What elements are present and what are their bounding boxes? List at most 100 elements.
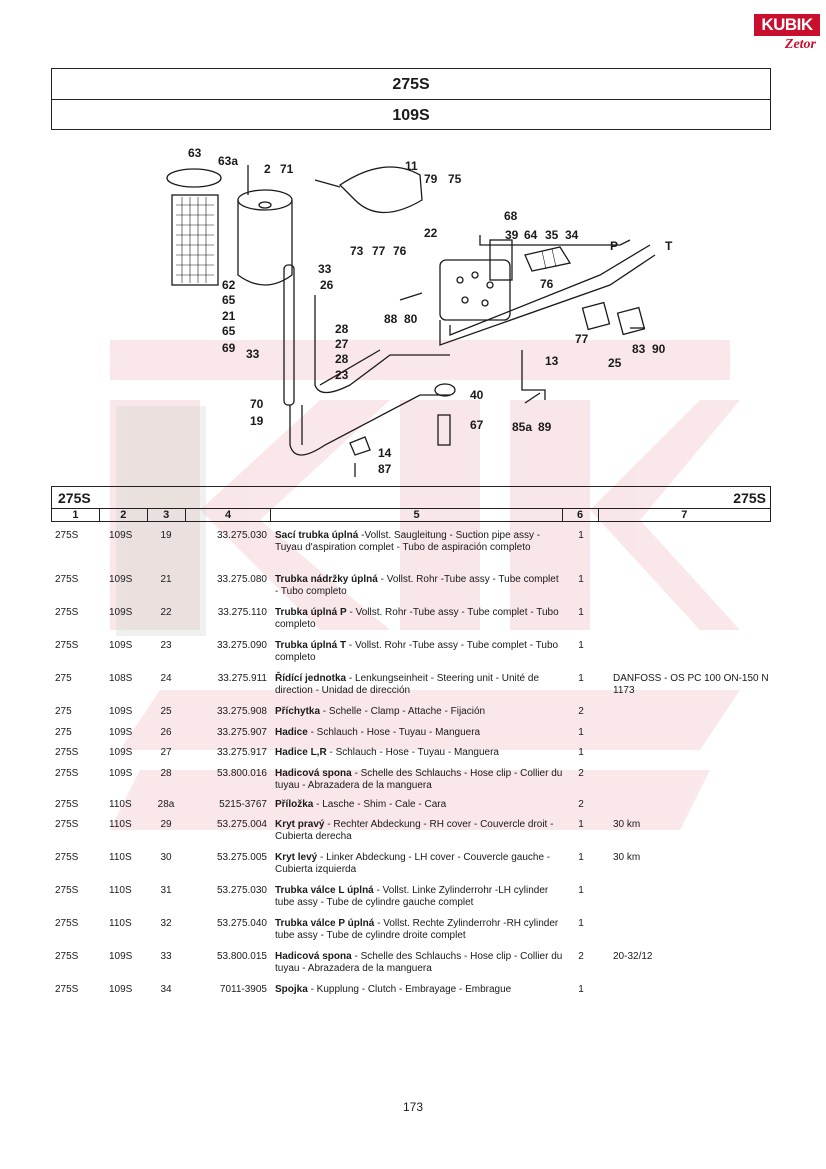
row-note — [599, 768, 771, 799]
row-model: 275 — [55, 673, 72, 684]
row-description: Trubka válce L úplná - Vollst. Linke Zyl… — [271, 885, 563, 918]
part-name: Trubka válce L úplná — [275, 885, 374, 896]
row-description: Hadicová spona - Schelle des Schlauchs -… — [271, 768, 563, 799]
row-group: 109S — [109, 640, 133, 651]
oil-tank-2 — [237, 200, 293, 286]
label-76b: 76 — [540, 277, 554, 291]
label-62: 62 — [222, 278, 236, 292]
filter-element-62 — [171, 194, 219, 286]
row-group: 110S — [109, 918, 132, 929]
row-note — [599, 574, 771, 607]
label-65: 65 — [222, 293, 236, 307]
row-quantity: 1 — [578, 852, 584, 863]
row-quantity: 1 — [578, 819, 584, 830]
label-21: 21 — [222, 309, 236, 323]
row-quantity: 1 — [578, 727, 584, 738]
row-position: 34 — [160, 984, 172, 995]
row-note — [599, 984, 771, 1004]
col-header-3: 3 — [148, 509, 186, 521]
part-name: Hadice — [275, 727, 308, 738]
row-model: 275S — [55, 819, 79, 830]
row-model: 275S — [55, 852, 79, 863]
part-name: Trubka nádržky úplná — [275, 574, 378, 585]
label-77b: 77 — [575, 332, 589, 346]
logo-zetor: Zetor — [784, 37, 816, 52]
label-68: 68 — [504, 209, 518, 223]
part-translations: - Schelle des Schlauchs - Hose clip - Co… — [275, 951, 563, 974]
row-part-number: 33.275.917 — [216, 747, 267, 758]
label-80: 80 — [404, 312, 418, 326]
row-group: 109S — [109, 727, 133, 738]
label-90: 90 — [652, 342, 666, 356]
row-group: 109S — [109, 984, 133, 995]
row-quantity: 1 — [578, 885, 584, 896]
row-model: 275S — [55, 918, 79, 929]
row-quantity: 2 — [578, 799, 584, 810]
part-name: Příchytka — [275, 706, 321, 717]
part-translations: - Vollst. Rohr -Tube assy - Tube complet… — [275, 640, 559, 663]
logo-kubik: KUBIK — [754, 14, 820, 36]
label-73: 73 — [350, 244, 364, 258]
col-header-5: 5 — [271, 509, 563, 521]
row-model: 275S — [55, 747, 79, 758]
row-quantity: 2 — [578, 768, 584, 779]
row-position: 32 — [160, 918, 172, 929]
row-group: 110S — [109, 885, 132, 896]
label-14: 14 — [378, 446, 392, 460]
subgroup-title: 109S — [52, 99, 770, 130]
row-group: 109S — [109, 607, 133, 618]
row-group: 109S — [109, 706, 133, 717]
row-part-number: 5215-3767 — [219, 799, 267, 810]
row-description: Příložka - Lasche - Shim - Cale - Cara — [271, 799, 563, 819]
label-39: 39 — [505, 228, 519, 242]
model-header: 275S 109S — [51, 68, 771, 130]
row-model: 275S — [55, 768, 79, 779]
row-position: 28 — [160, 768, 172, 779]
row-position: 33 — [160, 951, 172, 962]
row-position: 30 — [160, 852, 172, 863]
clutch-34 — [524, 246, 572, 272]
label-88: 88 — [384, 312, 398, 326]
label-26: 26 — [320, 278, 334, 292]
col-header-2: 2 — [100, 509, 148, 521]
row-group: 109S — [109, 530, 133, 541]
label-69: 69 — [222, 341, 236, 355]
part-name: Sací trubka úplná — [275, 530, 359, 541]
part-translations: - Lasche - Shim - Cale - Cara — [313, 799, 447, 810]
row-model: 275S — [55, 607, 79, 618]
part-name: Řídící jednotka — [275, 673, 347, 684]
row-note — [599, 747, 771, 768]
label-65b: 65 — [222, 324, 236, 338]
part-translations: - Vollst. Rechte Zylinderrohr -RH cylind… — [275, 918, 559, 941]
label-70: 70 — [250, 397, 264, 411]
col-header-1: 1 — [52, 509, 100, 521]
label-71: 71 — [280, 162, 294, 176]
label-33: 33 — [318, 262, 332, 276]
row-group: 109S — [109, 574, 133, 585]
row-quantity: 1 — [578, 574, 584, 585]
row-part-number: 33.275.080 — [216, 574, 267, 585]
row-description: Příchytka - Schelle - Clamp - Attache - … — [271, 706, 563, 727]
row-group: 109S — [109, 951, 133, 962]
row-quantity: 2 — [578, 951, 584, 962]
part-translations: - Linker Abdeckung - LH cover - Couvercl… — [275, 852, 551, 875]
row-part-number: 53.275.004 — [216, 819, 267, 830]
page-number: 173 — [402, 1100, 424, 1114]
part-name: Příložka — [275, 799, 314, 810]
row-description: Trubka válce P úplná - Vollst. Rechte Zy… — [271, 918, 563, 951]
column-header-row: 1 2 3 4 5 6 7 — [51, 508, 771, 522]
part-name: Kryt pravý — [275, 819, 325, 830]
label-T: T — [665, 239, 673, 253]
part-name: Hadicová spona — [275, 951, 352, 962]
row-quantity: 1 — [578, 747, 584, 758]
row-part-number: 53.275.030 — [216, 885, 267, 896]
part-translations: - Schelle - Clamp - Attache - Fijación — [320, 706, 486, 717]
row-note — [599, 799, 771, 819]
row-part-number: 53.800.015 — [216, 951, 267, 962]
row-note — [599, 918, 771, 951]
label-22: 22 — [424, 226, 438, 240]
